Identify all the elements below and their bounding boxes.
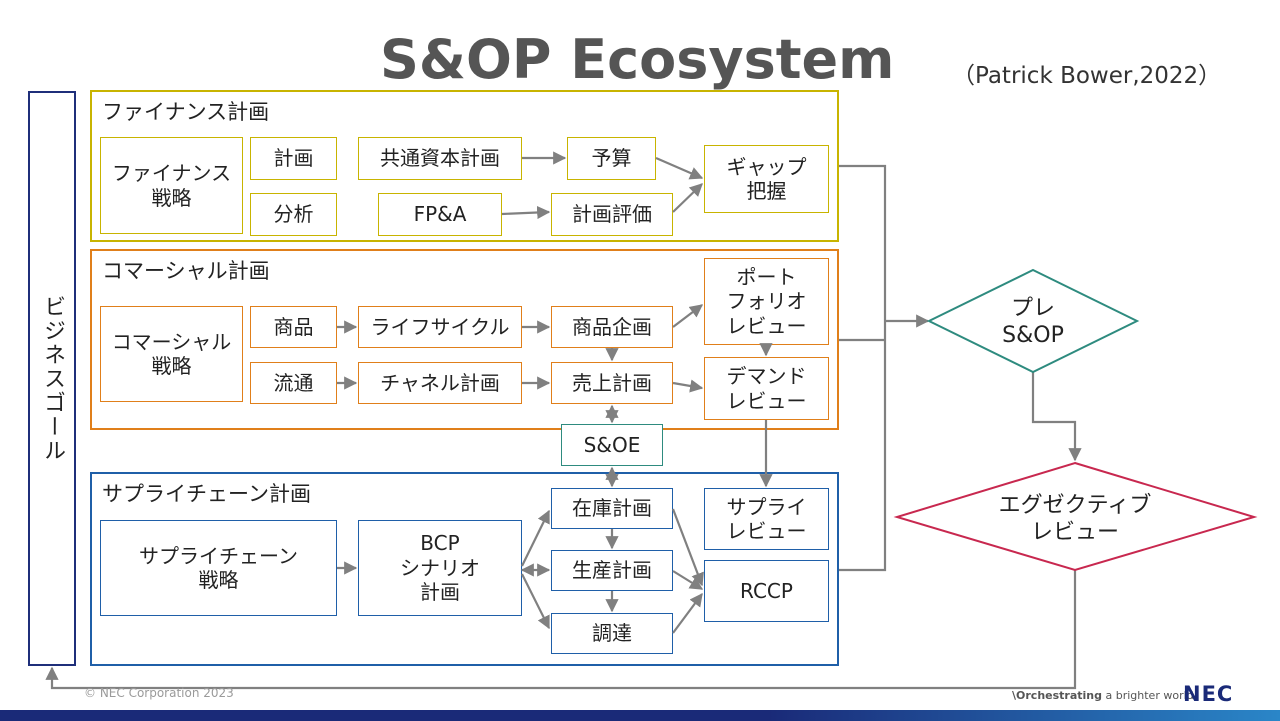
supply-chain-strategy-box: サプライチェーン 戦略 xyxy=(100,520,337,616)
finance-strategy-box: ファイナンス 戦略 xyxy=(100,137,243,234)
rccp-box: RCCP xyxy=(704,560,829,622)
commercial-planning-title: コマーシャル計画 xyxy=(102,259,270,283)
pre-sop-label: プレ S&OP xyxy=(1002,295,1064,349)
business-goal-label: ビジネスゴール xyxy=(40,294,65,463)
plan-evaluation-box: 計画評価 xyxy=(551,193,673,236)
tagline-rest: a brighter world xyxy=(1102,689,1194,702)
tagline-bold: \Orchestrating xyxy=(1012,689,1102,702)
gap-analysis-box: ギャップ 把握 xyxy=(704,145,829,213)
citation: （Patrick Bower,2022） xyxy=(952,63,1222,89)
business-goal-panel: ビジネスゴール xyxy=(28,91,76,666)
procurement-box: 調達 xyxy=(551,613,673,654)
channel-plan-box: チャネル計画 xyxy=(358,362,522,404)
page-title: S&OP Ecosystem xyxy=(380,28,895,91)
supply-chain-planning-section: サプライチェーン計画 xyxy=(90,472,839,666)
commercial-planning-section: コマーシャル計画 xyxy=(90,249,839,430)
pre-sop-diamond xyxy=(926,268,1140,374)
bottom-brand-bar xyxy=(0,710,1280,721)
finance-analysis-box: 分析 xyxy=(250,193,337,236)
nec-logo: NEC xyxy=(1183,682,1234,706)
distribution-box: 流通 xyxy=(250,362,337,404)
finance-plan-box: 計画 xyxy=(250,137,337,180)
arrow-budget-to-gap xyxy=(655,156,704,180)
product-planning-box: 商品企画 xyxy=(551,306,673,348)
connector-gap-to-collector xyxy=(839,164,887,321)
arrow-bcp-to-inventory xyxy=(521,509,550,567)
inventory-plan-box: 在庫計画 xyxy=(551,488,673,529)
arrow-production-to-rccp xyxy=(672,570,704,590)
sales-plan-box: 売上計画 xyxy=(551,362,673,404)
lifecycle-box: ライフサイクル xyxy=(358,306,522,348)
arrow-executive-to-goal xyxy=(45,570,1077,690)
capital-plan-box: 共通資本計画 xyxy=(358,137,522,180)
arrow-planning-to-portfolio xyxy=(672,304,704,328)
supply-chain-planning-title: サプライチェーン計画 xyxy=(102,482,311,506)
copyright-text: © NEC Corporation 2023 xyxy=(84,686,234,700)
executive-review-label: エグゼクティブ レビュー xyxy=(998,492,1152,546)
production-plan-box: 生産計画 xyxy=(551,550,673,591)
arrow-evaluation-to-gap xyxy=(672,183,703,213)
arrow-sales-to-demand xyxy=(672,379,704,393)
finance-planning-title: ファイナンス計画 xyxy=(102,100,270,124)
tagline: \Orchestrating a brighter world xyxy=(1012,689,1194,702)
arrow-pre-sop-to-executive xyxy=(1031,372,1082,462)
commercial-strategy-box: コマーシャル 戦略 xyxy=(100,306,243,402)
arrow-procurement-to-rccp xyxy=(672,592,703,634)
executive-review-diamond xyxy=(893,461,1258,572)
finance-planning-section: ファイナンス計画 xyxy=(90,90,839,242)
product-box: 商品 xyxy=(250,306,337,348)
connector-rccp-to-collector xyxy=(839,321,887,572)
arrow-fpa-to-evaluation xyxy=(501,205,551,220)
demand-review-box: デマンド レビュー xyxy=(704,357,829,420)
soe-box: S&OE xyxy=(561,424,663,466)
bcp-scenario-box: BCP シナリオ 計画 xyxy=(358,520,522,616)
arrow-bcp-to-procurement xyxy=(521,573,550,630)
budget-box: 予算 xyxy=(567,137,656,180)
supply-review-box: サプライ レビュー xyxy=(704,488,829,550)
arrow-inventory-to-rccp xyxy=(671,508,704,587)
portfolio-review-box: ポート フォリオ レビュー xyxy=(704,258,829,345)
fpa-box: FP&A xyxy=(378,193,502,236)
